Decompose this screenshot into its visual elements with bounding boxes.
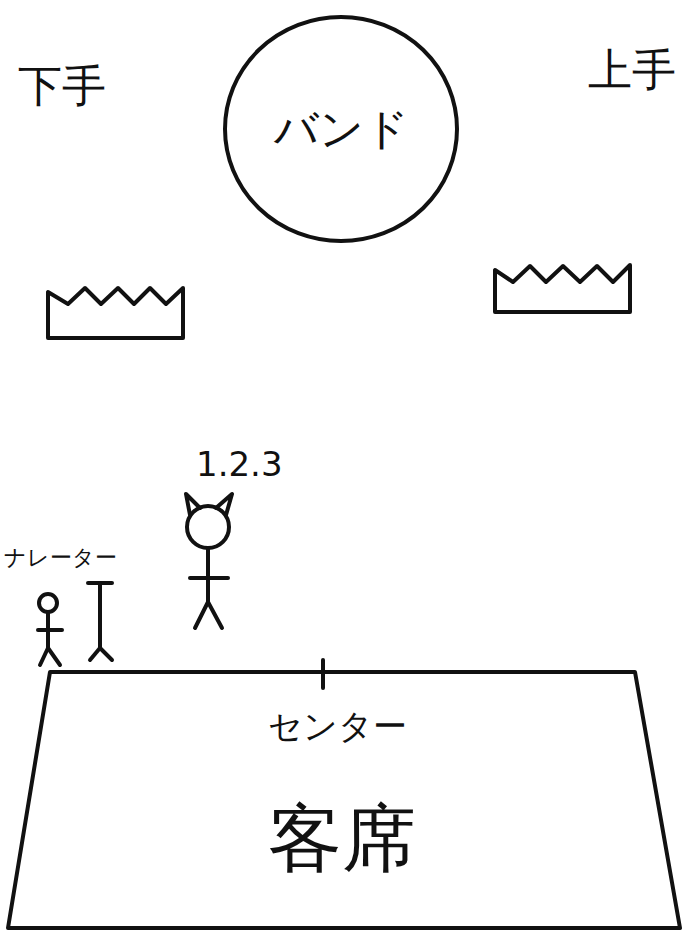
callout-number: 1.2.3	[196, 446, 283, 483]
riser-left	[48, 288, 183, 338]
band-circle: バンド	[222, 14, 460, 244]
area-outline-shape	[8, 672, 680, 928]
narrator-label: ナレーター	[4, 546, 117, 570]
stage-left-label: 下手	[18, 62, 106, 110]
circle-outline-shape	[225, 17, 457, 241]
riser-right	[495, 265, 630, 312]
audience-area: センター客席	[0, 668, 684, 931]
center-label: センター	[268, 708, 407, 745]
narrator-figures	[38, 583, 112, 665]
band-label: バンド	[274, 105, 409, 153]
stage-right-label: 上手	[588, 46, 676, 94]
cat-performer	[186, 494, 232, 628]
audience-label: 客席	[268, 798, 416, 879]
